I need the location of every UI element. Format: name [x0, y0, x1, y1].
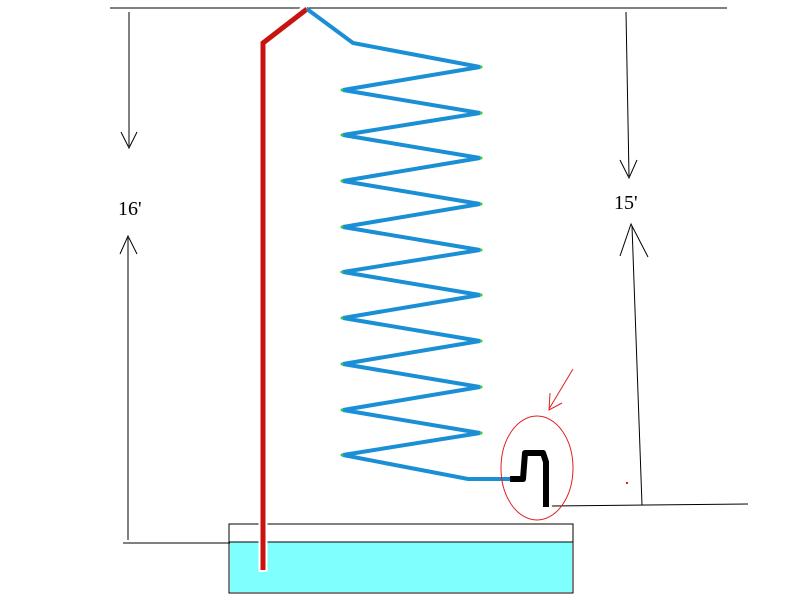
coil-tip — [340, 316, 344, 320]
supply-pipe-outline — [258, 4, 310, 572]
left-dimension — [119, 12, 138, 540]
callout-circle — [500, 415, 574, 521]
callout-arrow-head — [548, 392, 563, 411]
left-dim-up-arrowhead — [119, 234, 138, 255]
coil-tip — [479, 431, 483, 435]
coil-tip — [479, 202, 483, 206]
red-speck — [626, 482, 628, 484]
outlet-fitting — [510, 450, 549, 507]
coil-tip — [340, 179, 344, 183]
coil-tip — [340, 133, 344, 137]
outlet-reference-line — [551, 503, 749, 507]
coil-tip — [340, 225, 344, 229]
coil-tip — [479, 65, 483, 69]
supply-pipe — [258, 4, 310, 572]
supply-pipe-line — [260, 7, 309, 570]
right-height-label: 15' — [614, 192, 638, 214]
coil-tip — [479, 339, 483, 343]
coil-tip — [479, 156, 483, 160]
coil-tip — [340, 408, 344, 412]
coil-tip — [340, 88, 344, 92]
tank-outline — [228, 523, 574, 594]
water-tank — [228, 523, 574, 594]
right-dim-upper-shaft — [625, 11, 630, 177]
coil-tip — [479, 111, 483, 115]
right-dimension — [619, 11, 649, 506]
coil — [305, 7, 516, 481]
right-dim-down-arrowhead — [619, 159, 638, 180]
left-height-label: 16' — [118, 198, 142, 220]
right-dim-up-arrowhead — [619, 222, 649, 258]
callout-arrow-shaft — [548, 368, 574, 410]
coil-tip — [340, 270, 344, 274]
coil-tip — [340, 362, 344, 366]
left-dim-down-arrowhead — [120, 131, 138, 150]
arrow-down-left-icon — [548, 368, 574, 411]
coil-path — [305, 7, 516, 481]
coil-tip-highlights — [340, 65, 483, 457]
tank-water — [230, 542, 572, 592]
coil-tip — [479, 248, 483, 252]
coil-tip — [479, 385, 483, 389]
coil-tip — [340, 453, 344, 457]
right-dim-lower-shaft — [631, 225, 643, 506]
coil-tip — [479, 293, 483, 297]
